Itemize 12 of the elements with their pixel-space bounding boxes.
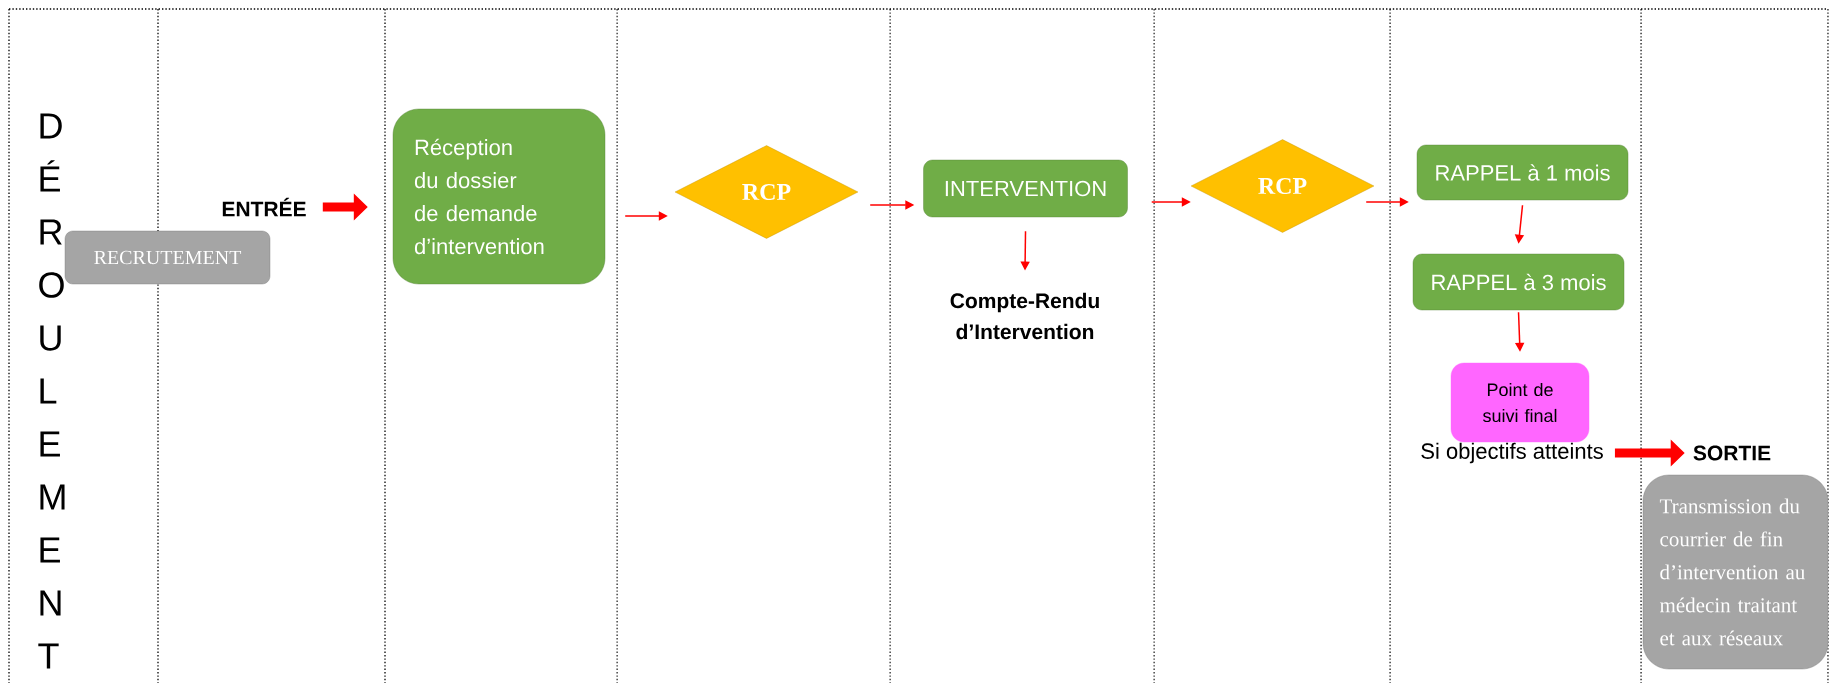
process-box: RAPPEL à 1 mois [1416,144,1629,201]
process-box: RECRUTEMENT [64,230,271,285]
process-box: RAPPEL à 3 mois [1412,253,1625,311]
process-box: INTERVENTION [923,159,1128,218]
step-label: ENTRÉE [222,197,306,217]
step-label: SORTIE [1693,445,1771,461]
process-box: Point de suivi final [1450,362,1590,443]
output-label: Compte-Rendu d’Intervention [950,292,1099,340]
vertical-heading: DÉROULEMENT [38,113,65,669]
process-box: Transmission du courrier de fin d’intervention au médecin traitant et aux réseaux [1642,474,1829,670]
condition-label: Si objectifs atteints [1421,442,1603,464]
process-box: Réception du dossier de demande d’intervention [392,108,606,285]
